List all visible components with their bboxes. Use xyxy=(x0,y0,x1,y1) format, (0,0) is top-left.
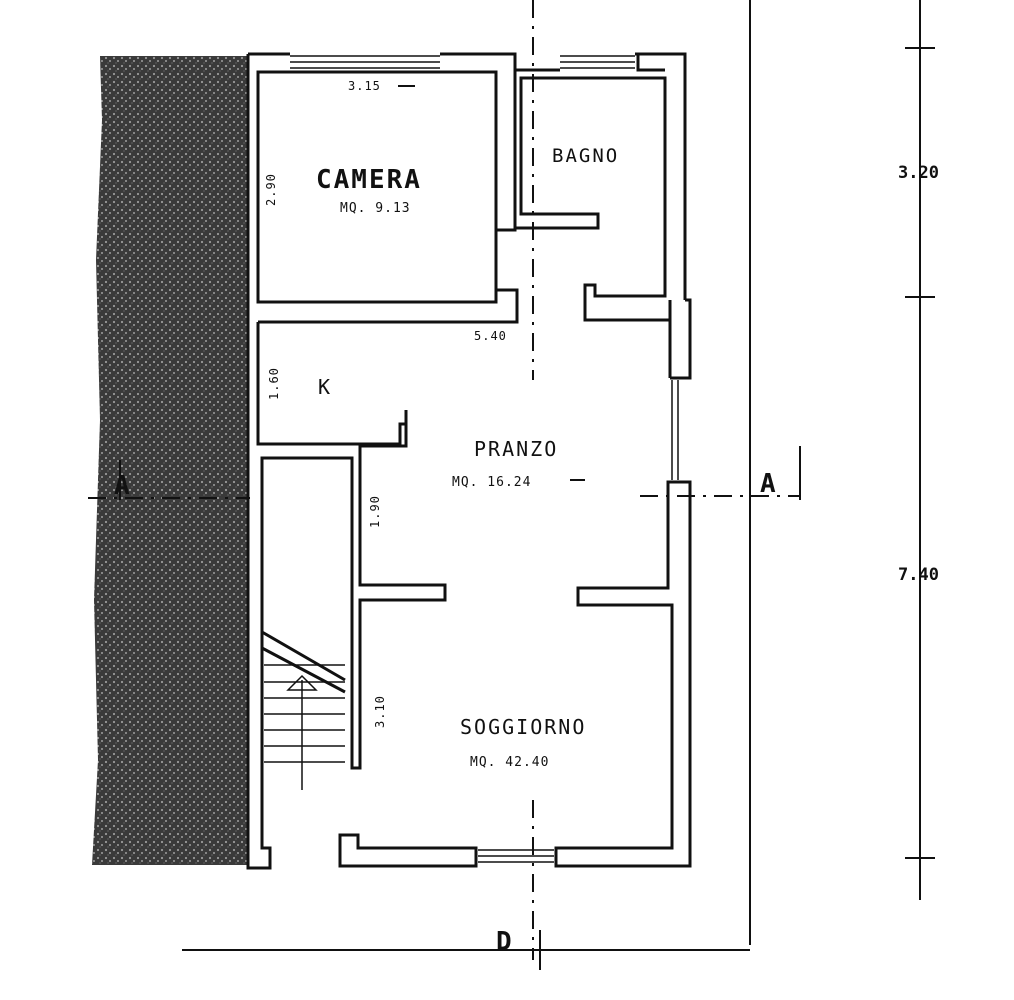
terrain-hatch xyxy=(92,56,248,865)
dim-soggiorno-depth: 3.10 xyxy=(373,695,387,728)
room-camera-name: CAMERA xyxy=(316,165,422,195)
dim-camera-width: 3.15 xyxy=(348,79,381,93)
dim-camera-depth: 2.90 xyxy=(264,173,278,206)
section-marker-left: A xyxy=(114,471,130,501)
stair xyxy=(264,664,345,790)
dim-overall-bottom: 7.40 xyxy=(898,565,939,585)
dim-kitchen-depth: 1.60 xyxy=(267,367,281,400)
room-pranzo-name: PRANZO xyxy=(474,437,558,461)
section-marker-bottom: D xyxy=(496,927,512,957)
section-lines xyxy=(88,0,921,970)
dimension-ticks xyxy=(398,47,935,859)
room-pranzo-area: MQ. 16.24 xyxy=(452,475,531,490)
room-kitchen-name: K xyxy=(318,375,332,399)
dim-overall-top: 3.20 xyxy=(898,163,939,183)
room-soggiorno-name: SOGGIORNO xyxy=(460,715,586,739)
dim-mid-width: 5.40 xyxy=(474,329,507,343)
stair-arrow-icon xyxy=(286,674,318,691)
room-bagno-name: BAGNO xyxy=(552,145,619,167)
room-soggiorno-area: MQ. 42.40 xyxy=(470,755,549,770)
walls xyxy=(246,52,692,870)
room-camera-area: MQ. 9.13 xyxy=(340,201,411,216)
windows xyxy=(290,55,679,863)
section-marker-right: A xyxy=(760,469,776,499)
dim-pranzo-depth: 1.90 xyxy=(368,495,382,528)
